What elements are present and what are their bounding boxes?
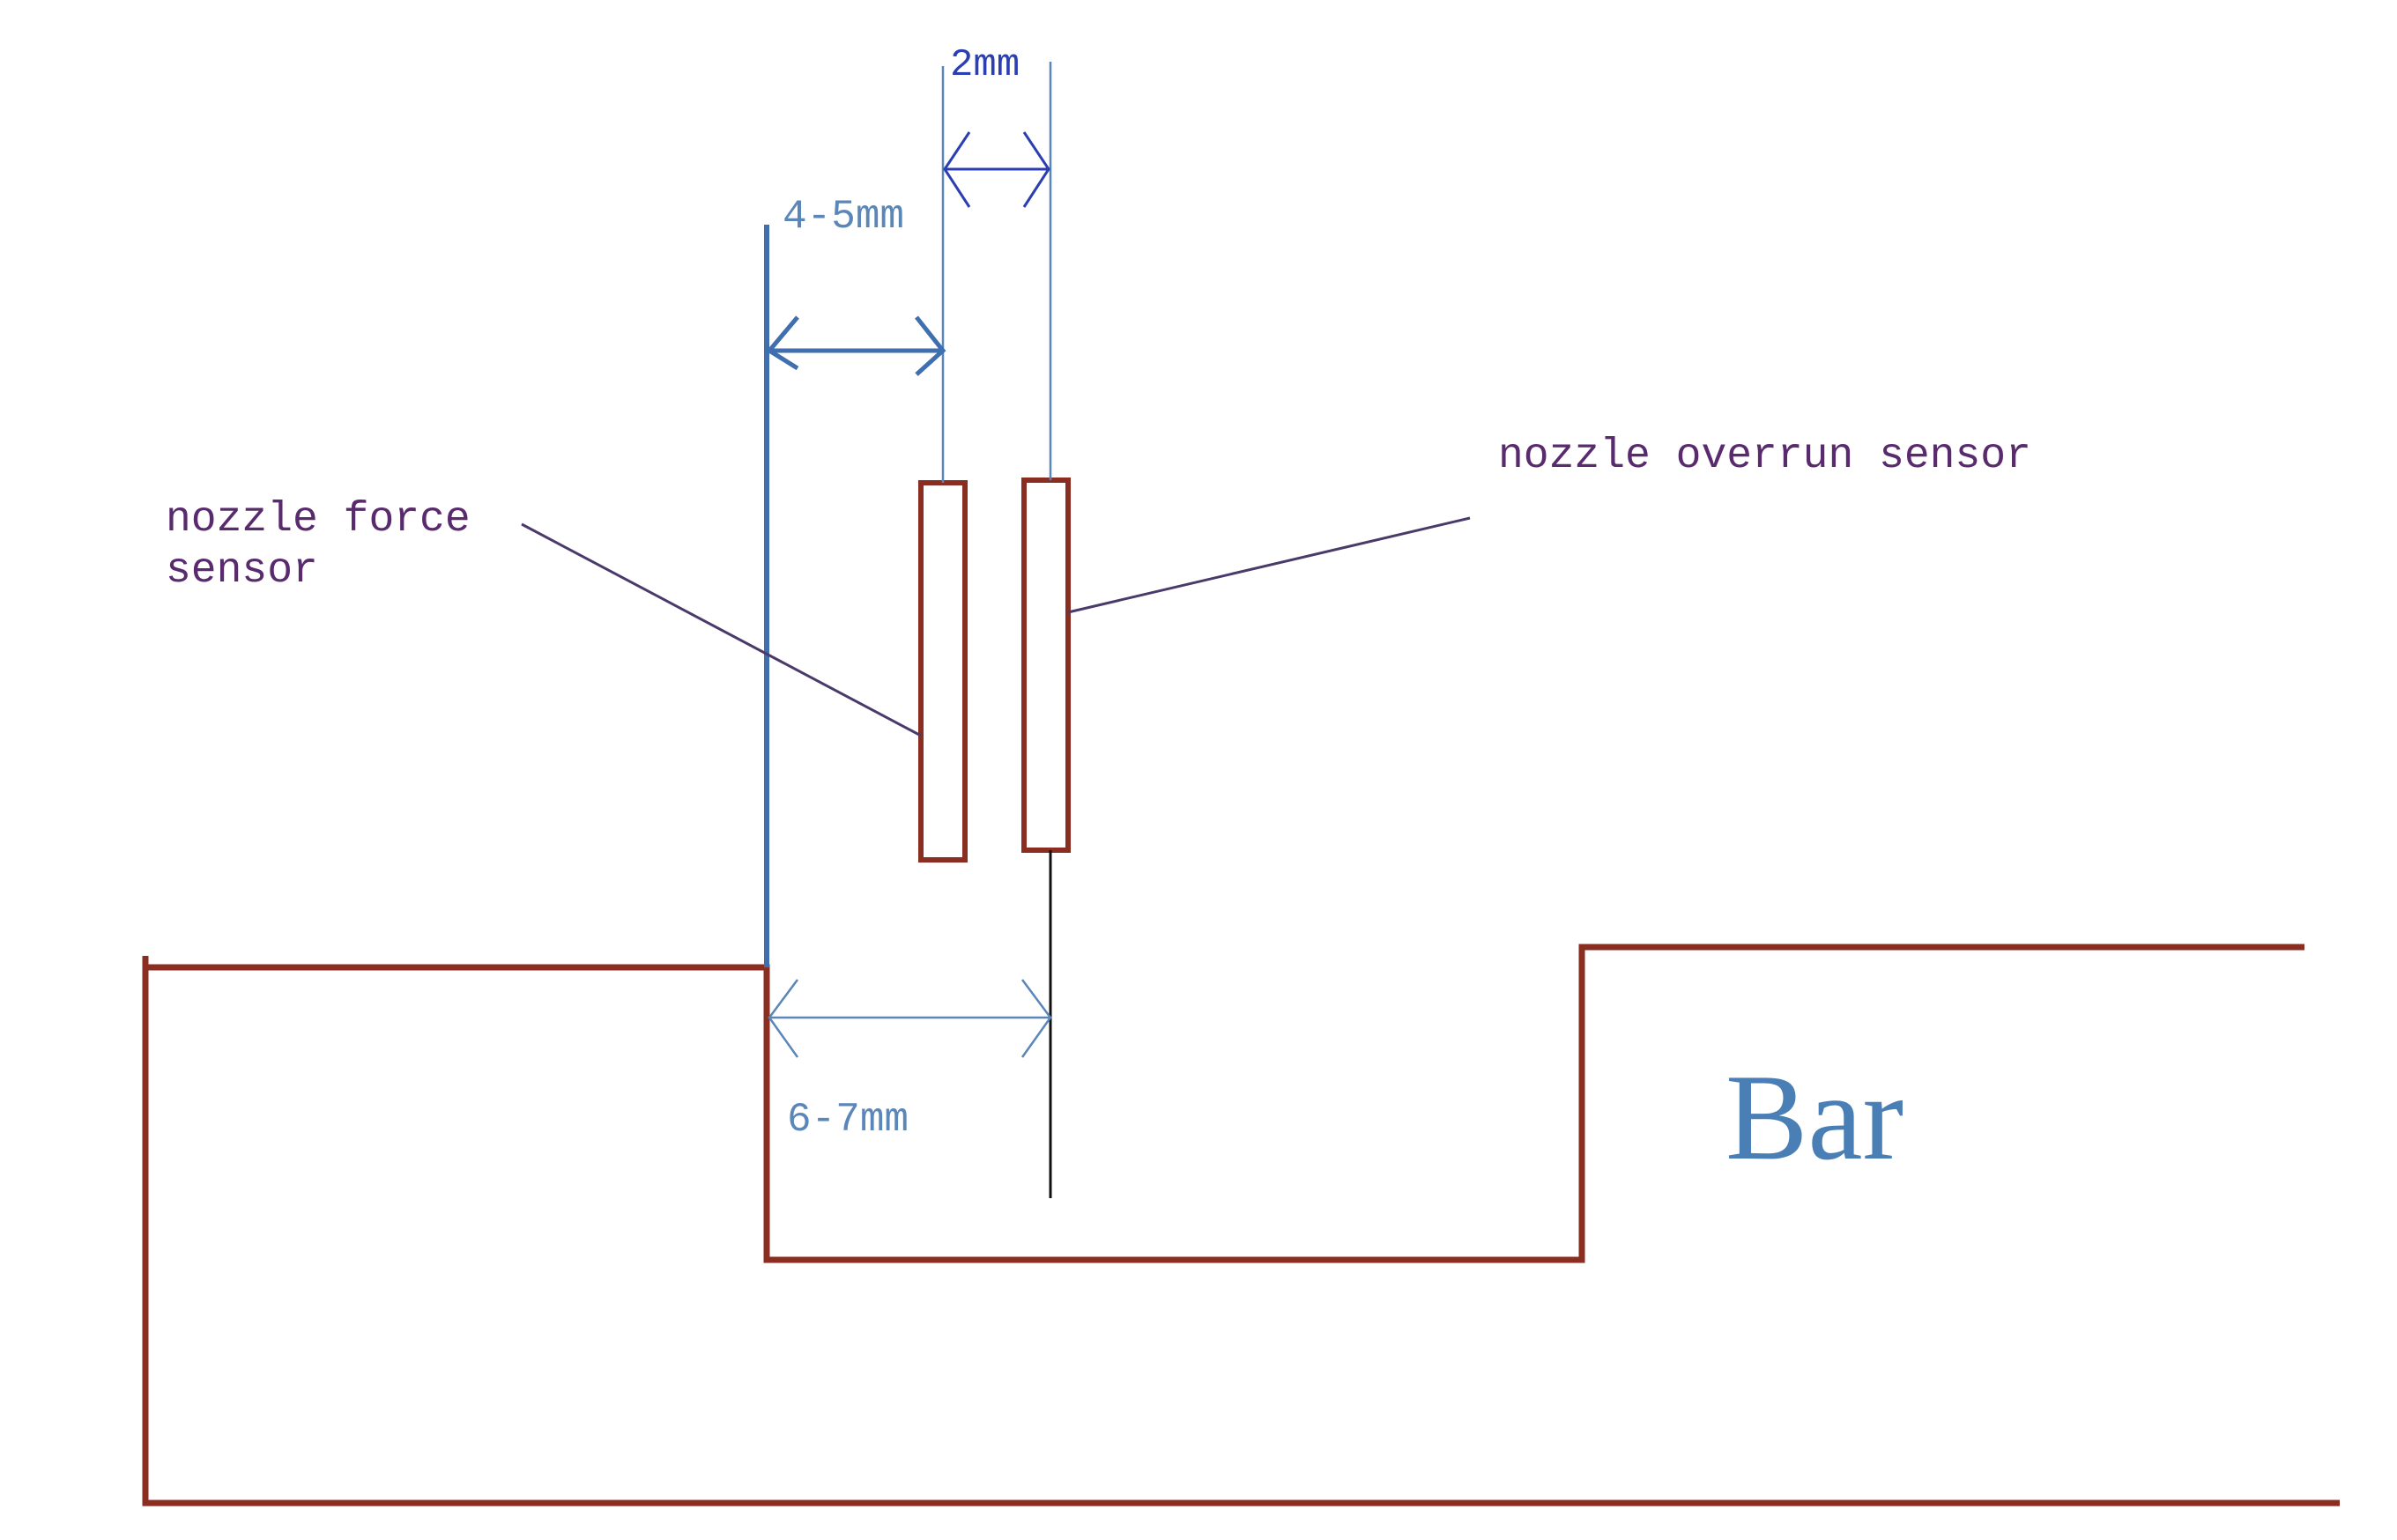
nozzle-overrun-leader-line: [1067, 516, 1471, 614]
bar-slot-outline: [145, 944, 2304, 1263]
dimension-4-5mm-label: 4-5mm: [783, 194, 904, 240]
nozzle-force-sensor-label-line1: nozzle force: [166, 496, 471, 544]
dimension-2mm-arrow: [943, 131, 1050, 208]
dimension-4-5mm-arrow: [766, 315, 946, 376]
nozzle-overrun-sensor-label: nozzle overrun sensor: [1498, 433, 2031, 480]
dimension-6-7mm-label: 6-7mm: [787, 1097, 909, 1143]
nozzle-force-sensor-label-line2: sensor: [166, 547, 318, 595]
nozzle-force-leader-line: [521, 522, 922, 737]
bar-outline: [142, 956, 2340, 1507]
nozzle-overrun-sensor: [1021, 478, 1071, 853]
bar-label: Bar: [1725, 1049, 1904, 1186]
dimension-6-7mm-arrow: [768, 979, 1052, 1058]
dimension-2mm-label: 2mm: [950, 43, 1020, 87]
